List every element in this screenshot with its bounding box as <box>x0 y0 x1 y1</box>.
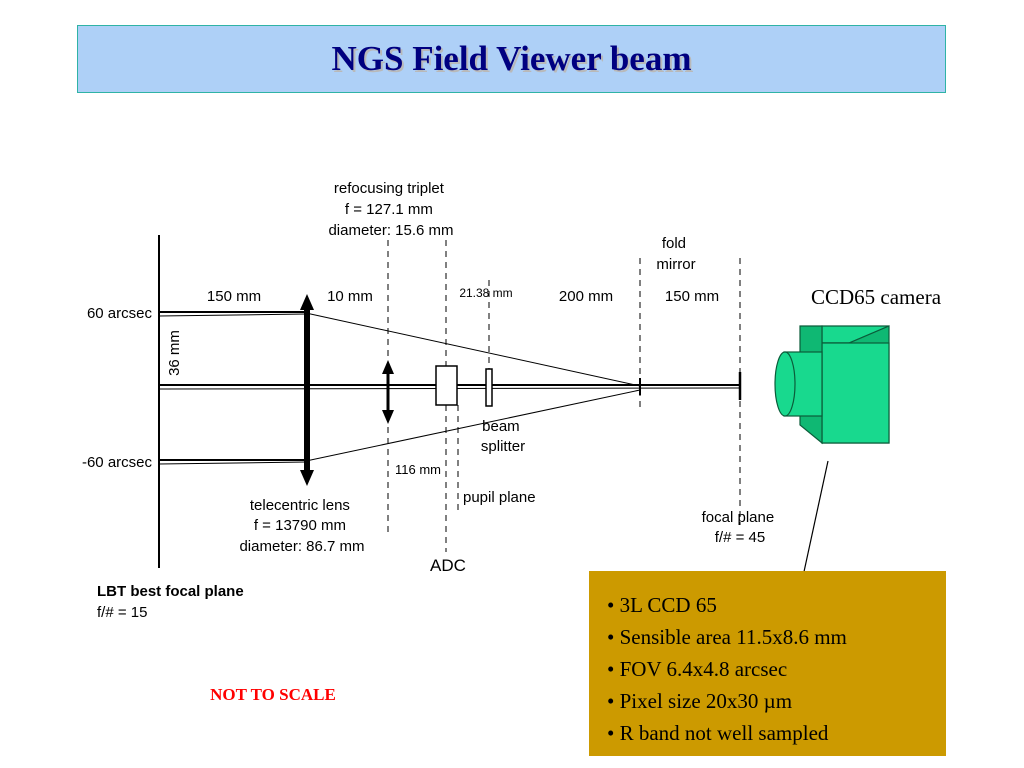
telecentric-lens-top-arrow <box>300 294 314 310</box>
dim-150mm-right: 150 mm <box>665 288 719 305</box>
beam-splitter-element <box>485 368 493 407</box>
telecentric-lens-label: telecentric lens f = 13790 mm diameter: … <box>239 497 364 555</box>
adc-label: ADC <box>430 556 466 575</box>
field-minus-60-label: -60 arcsec <box>82 454 153 471</box>
slide-title: NGS Field Viewer beam <box>331 39 692 78</box>
beam-splitter-label: beam splitter <box>481 418 525 455</box>
telecentric-lens-bottom-arrow <box>300 470 314 486</box>
dim-10mm: 10 mm <box>327 288 373 305</box>
list-item: 3L CCD 65 <box>607 589 946 621</box>
field-plus-60-label: 60 arcsec <box>87 305 153 322</box>
beam-upper <box>158 311 641 387</box>
fold-mirror-label: fold mirror <box>656 235 695 273</box>
dim-150mm-left: 150 mm <box>207 288 261 305</box>
ccd-camera-label: CCD65 camera <box>811 285 942 309</box>
focal-plane-label: focal plane f/# = 45 <box>702 509 779 546</box>
list-item: Sensible area 11.5x8.6 mm <box>607 621 946 653</box>
dim-36mm: 36 mm <box>166 330 183 376</box>
lbt-focal-plane-label: LBT best focal plane f/# = 15 <box>97 583 248 621</box>
ccd-camera-icon <box>774 325 890 445</box>
dim-21-38mm: 21.38 mm <box>459 286 512 300</box>
list-item: R band not well sampled <box>607 717 946 749</box>
list-item: Pixel size 20x30 µm <box>607 685 946 717</box>
adc-element <box>435 365 458 406</box>
pupil-plane-label: pupil plane <box>463 489 536 506</box>
list-item: FOV 6.4x4.8 arcsec <box>607 653 946 685</box>
beam-lower <box>158 389 641 465</box>
camera-info-box: 3L CCD 65 Sensible area 11.5x8.6 mm FOV … <box>589 571 946 756</box>
title-banner: NGS Field Viewer beam <box>77 25 946 93</box>
refocusing-triplet-label: refocusing triplet f = 127.1 mm diameter… <box>328 180 453 239</box>
not-to-scale-label: NOT TO SCALE <box>210 685 336 704</box>
dim-200mm: 200 mm <box>559 288 613 305</box>
camera-spec-list: 3L CCD 65 Sensible area 11.5x8.6 mm FOV … <box>607 589 946 749</box>
dim-116mm: 116 mm <box>395 462 441 477</box>
